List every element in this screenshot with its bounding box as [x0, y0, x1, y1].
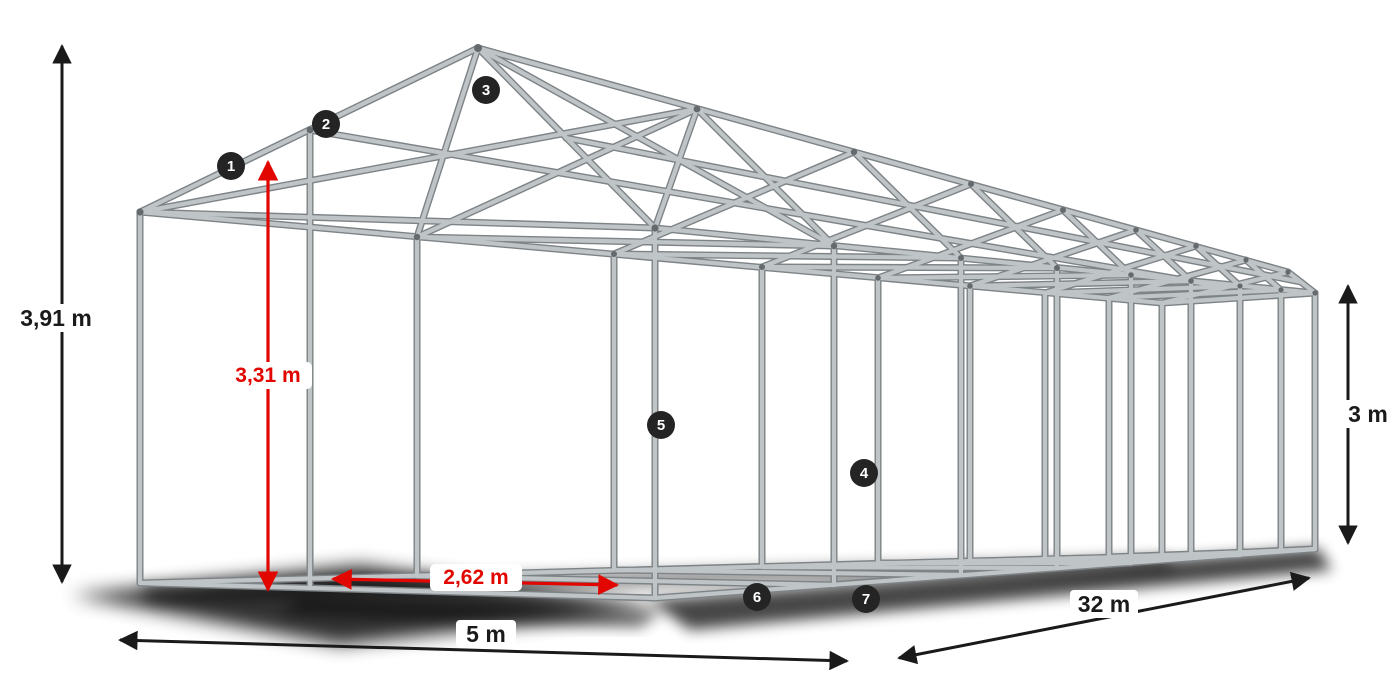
dim-inner-height: 3,31 m	[224, 159, 312, 593]
dim-entrance-width: 2,62 m	[330, 564, 620, 596]
dim-side-height: 3 m	[1338, 284, 1394, 545]
svg-text:4: 4	[860, 465, 869, 482]
svg-text:5: 5	[657, 417, 665, 434]
dim-width: 5 m	[118, 620, 849, 671]
svg-text:1: 1	[227, 158, 235, 175]
badge-1: 1	[217, 152, 245, 180]
dim-inner-height-label-box	[224, 362, 312, 389]
svg-text:3: 3	[482, 82, 490, 99]
part-marker-badges: 1 2 3 4 5 6 7	[217, 76, 880, 613]
dim-total-height-label: 3,91 m	[20, 305, 92, 331]
dim-width-label-box	[456, 620, 516, 648]
dim-side-height-label-box	[1342, 400, 1394, 428]
svg-text:2: 2	[322, 116, 330, 133]
dim-length-label: 32 m	[1078, 591, 1130, 617]
svg-text:6: 6	[753, 589, 761, 606]
badge-2: 2	[312, 110, 340, 138]
dim-entrance-width-label: 2,62 m	[443, 566, 508, 589]
frame-joints	[136, 44, 1318, 296]
badge-7: 7	[852, 585, 880, 613]
svg-text:7: 7	[862, 591, 870, 608]
dim-inner-height-label: 3,31 m	[235, 364, 300, 387]
dim-length-label-box	[1070, 590, 1138, 618]
badge-3: 3	[472, 76, 500, 104]
dim-entrance-width-label-box	[430, 564, 522, 591]
badge-6: 6	[743, 583, 771, 611]
dim-length: 32 m	[897, 571, 1311, 665]
dim-total-height-label-box	[12, 304, 100, 332]
dim-side-height-label: 3 m	[1348, 401, 1388, 427]
dim-total-height: 3,91 m	[12, 44, 100, 584]
badge-5: 5	[647, 411, 675, 439]
dim-width-arrow	[118, 630, 849, 671]
badge-4: 4	[850, 459, 878, 487]
dim-width-label: 5 m	[466, 621, 506, 647]
